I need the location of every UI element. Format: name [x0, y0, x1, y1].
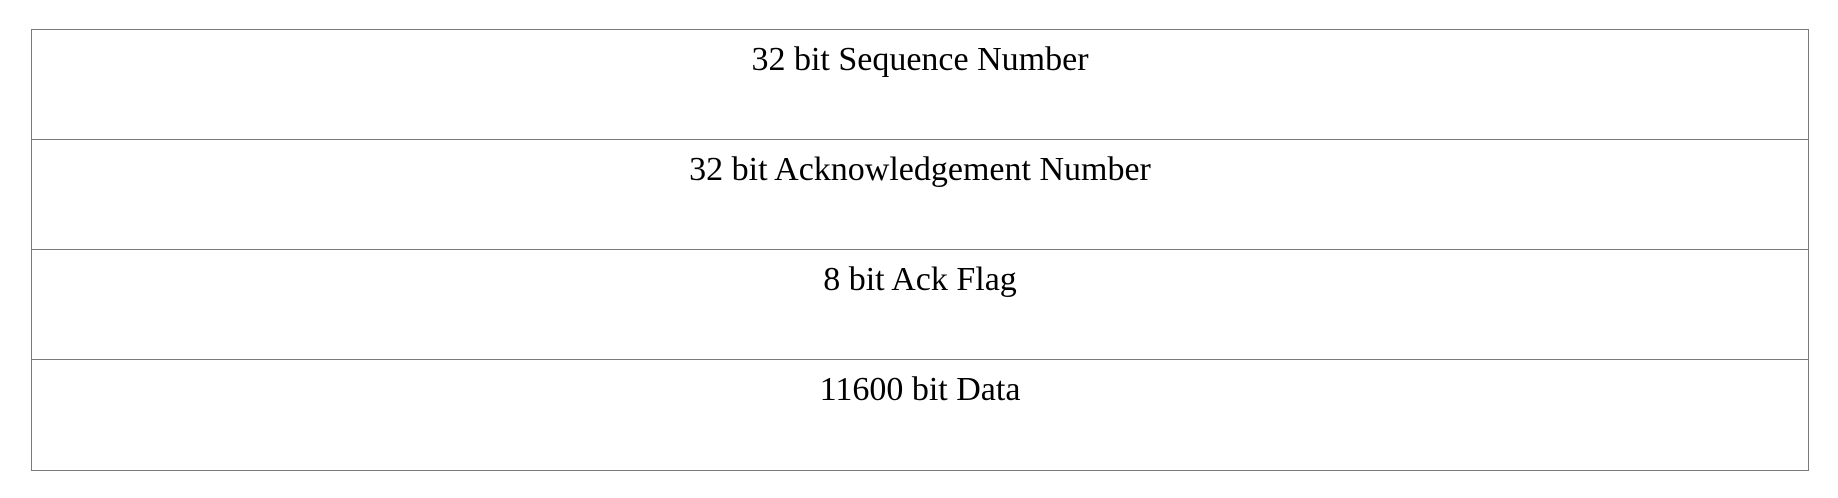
packet-format-table: 32 bit Sequence Number 32 bit Acknowledg…: [31, 29, 1809, 471]
field-label: 11600 bit Data: [819, 371, 1021, 408]
packet-field-acknowledgement-number: 32 bit Acknowledgement Number: [32, 140, 1808, 250]
field-label: 8 bit Ack Flag: [823, 261, 1017, 298]
field-label: 32 bit Sequence Number: [751, 41, 1089, 78]
packet-field-sequence-number: 32 bit Sequence Number: [32, 30, 1808, 140]
field-label: 32 bit Acknowledgement Number: [689, 151, 1151, 188]
packet-field-data: 11600 bit Data: [32, 360, 1808, 470]
packet-field-ack-flag: 8 bit Ack Flag: [32, 250, 1808, 360]
